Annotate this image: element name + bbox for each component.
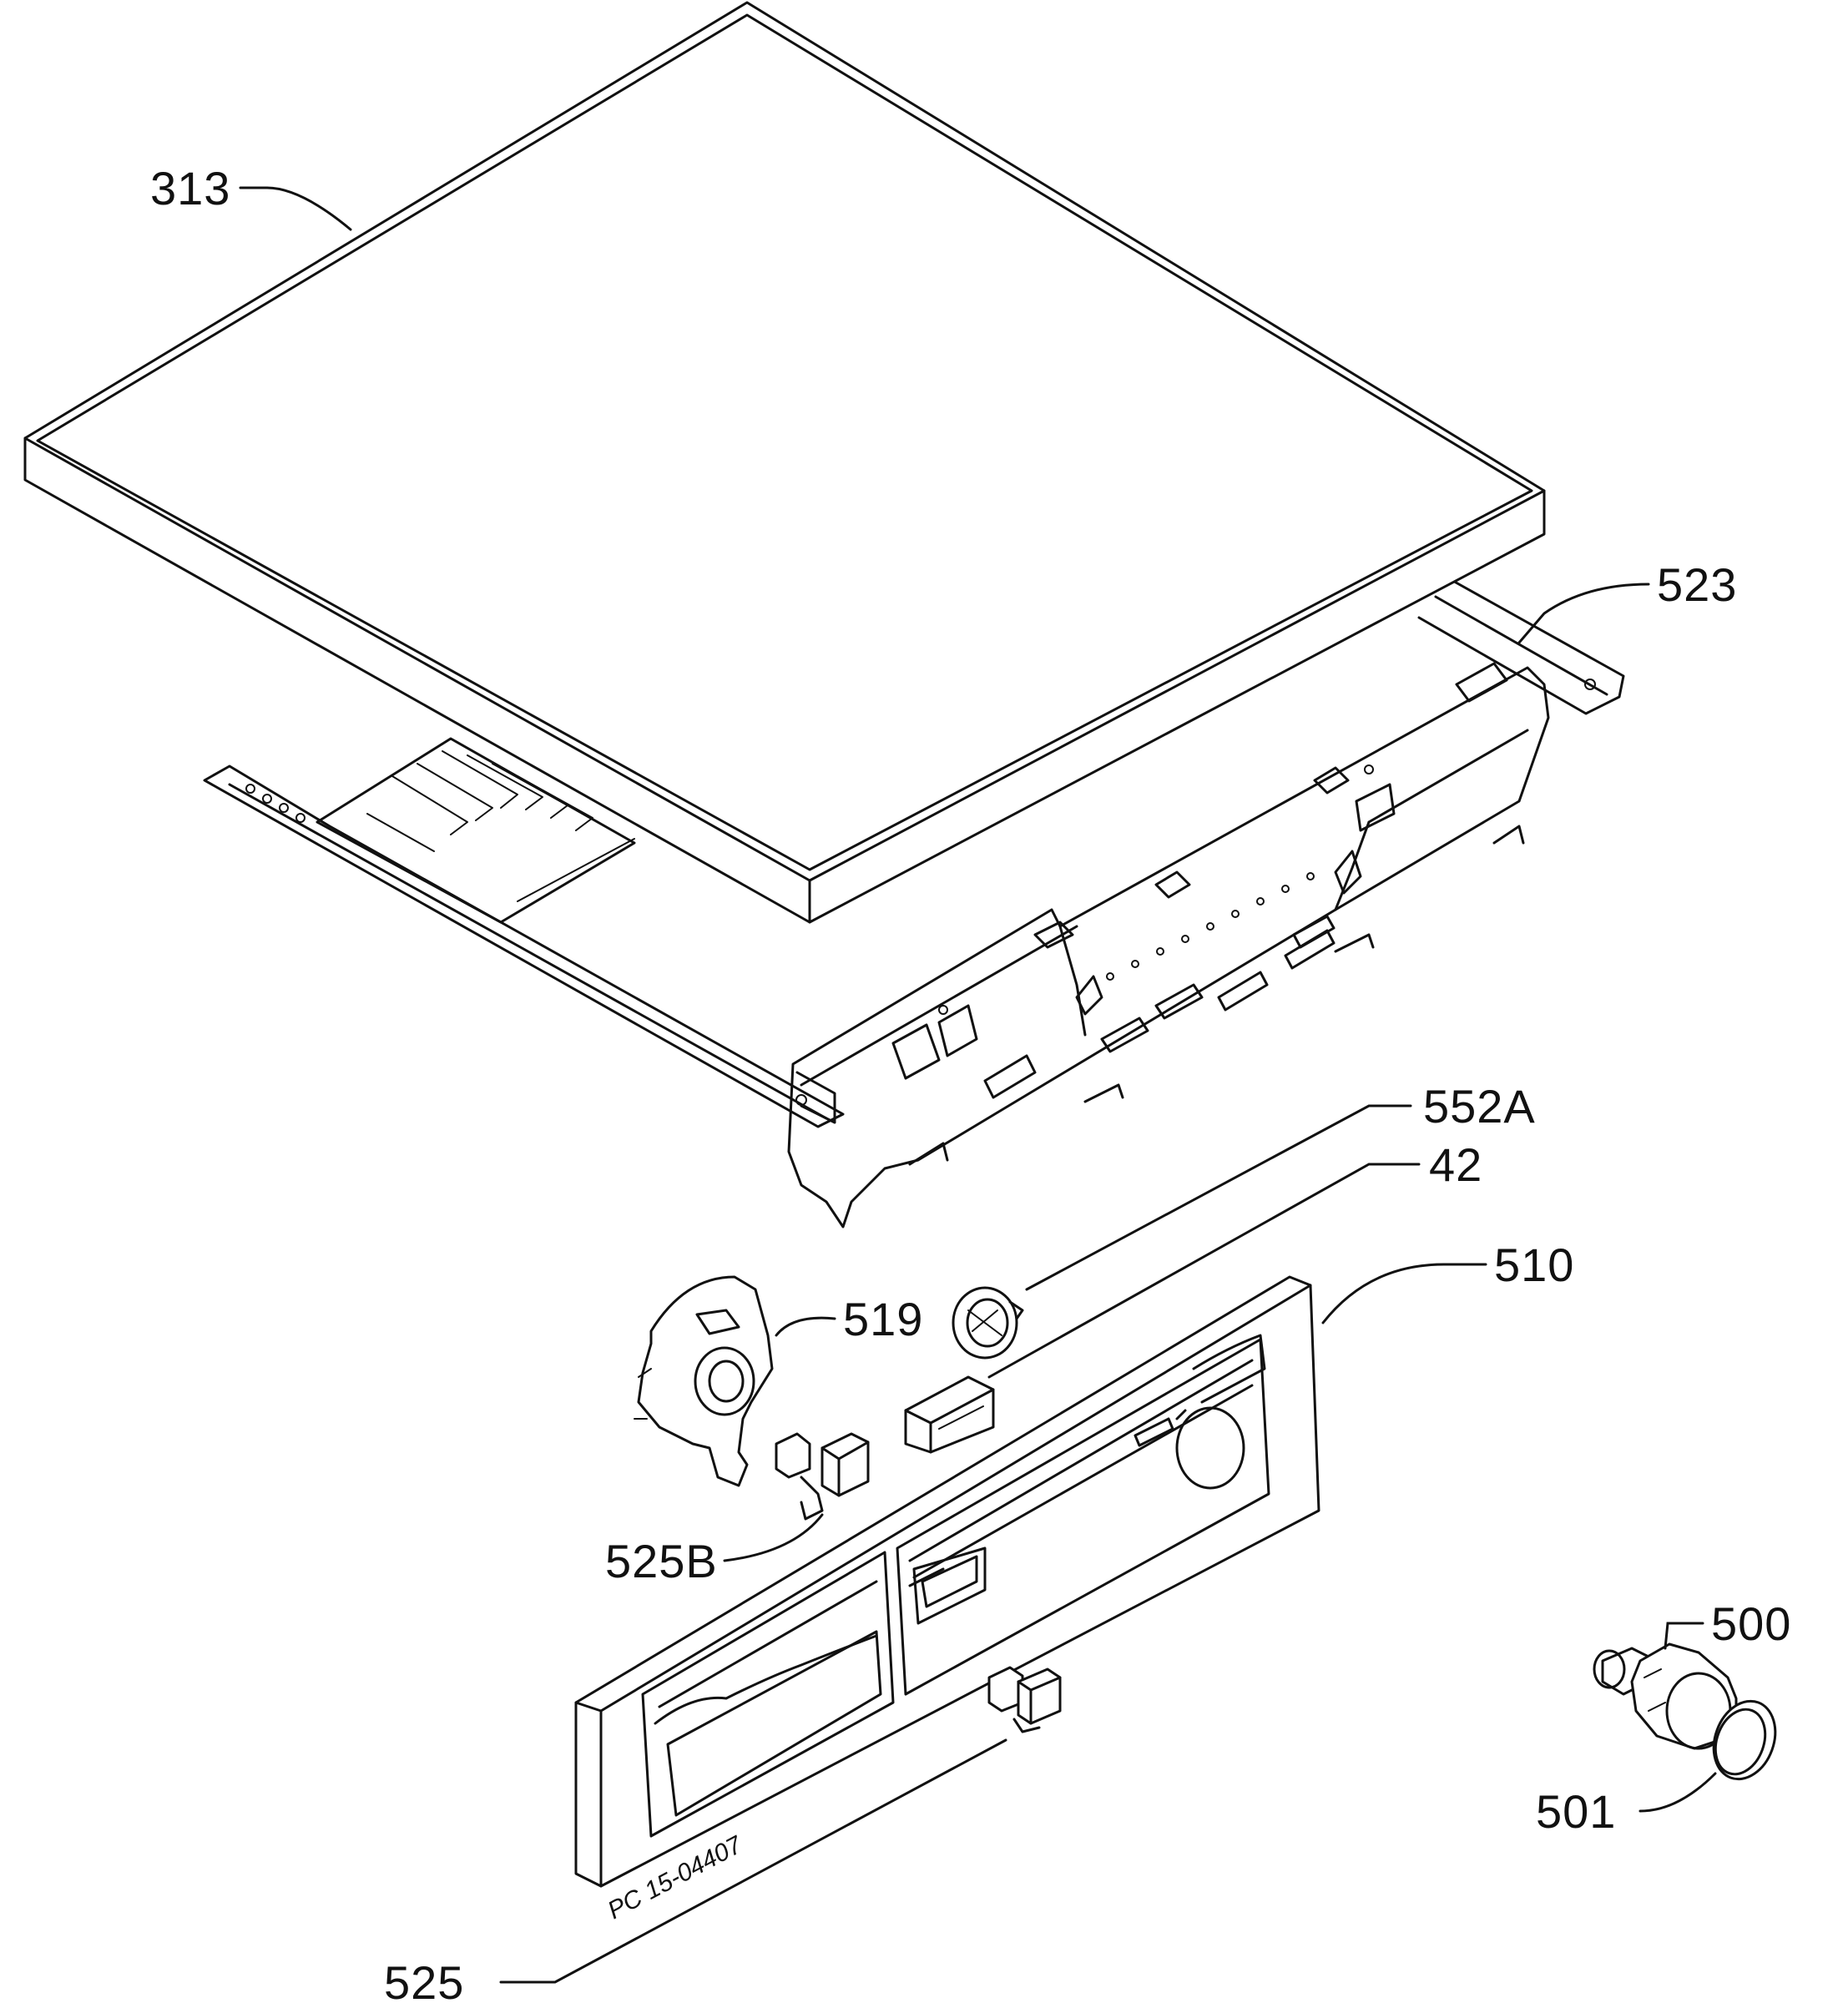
part-501-knob-cap[interactable] xyxy=(1704,1693,1786,1788)
leader-lines xyxy=(239,186,1717,1984)
label-500: 500 xyxy=(1711,1597,1791,1650)
part-519-selector-housing[interactable] xyxy=(634,1275,774,1487)
part-42-ring[interactable] xyxy=(952,1286,1024,1360)
label-313: 313 xyxy=(150,162,230,214)
label-501: 501 xyxy=(1536,1785,1616,1838)
label-525b: 525B xyxy=(605,1535,718,1587)
part-523-frame[interactable] xyxy=(203,574,1625,1229)
part-500-knob[interactable] xyxy=(1593,1642,1738,1750)
part-525-switch[interactable] xyxy=(987,1666,1062,1733)
part-552a-switch-cover[interactable] xyxy=(904,1375,995,1454)
label-42: 42 xyxy=(1429,1138,1482,1191)
label-523: 523 xyxy=(1657,558,1737,611)
label-552a: 552A xyxy=(1423,1080,1536,1133)
part-labels: 313 523 552A 42 510 519 525B 500 501 525 xyxy=(150,162,1791,2003)
part-510-control-panel[interactable] xyxy=(574,1275,1320,1888)
part-525b-switch[interactable] xyxy=(775,1432,870,1521)
label-525: 525 xyxy=(384,1956,464,2003)
label-510: 510 xyxy=(1494,1239,1574,1291)
label-519: 519 xyxy=(843,1293,923,1345)
part-313-top-cover[interactable] xyxy=(23,1,1546,924)
